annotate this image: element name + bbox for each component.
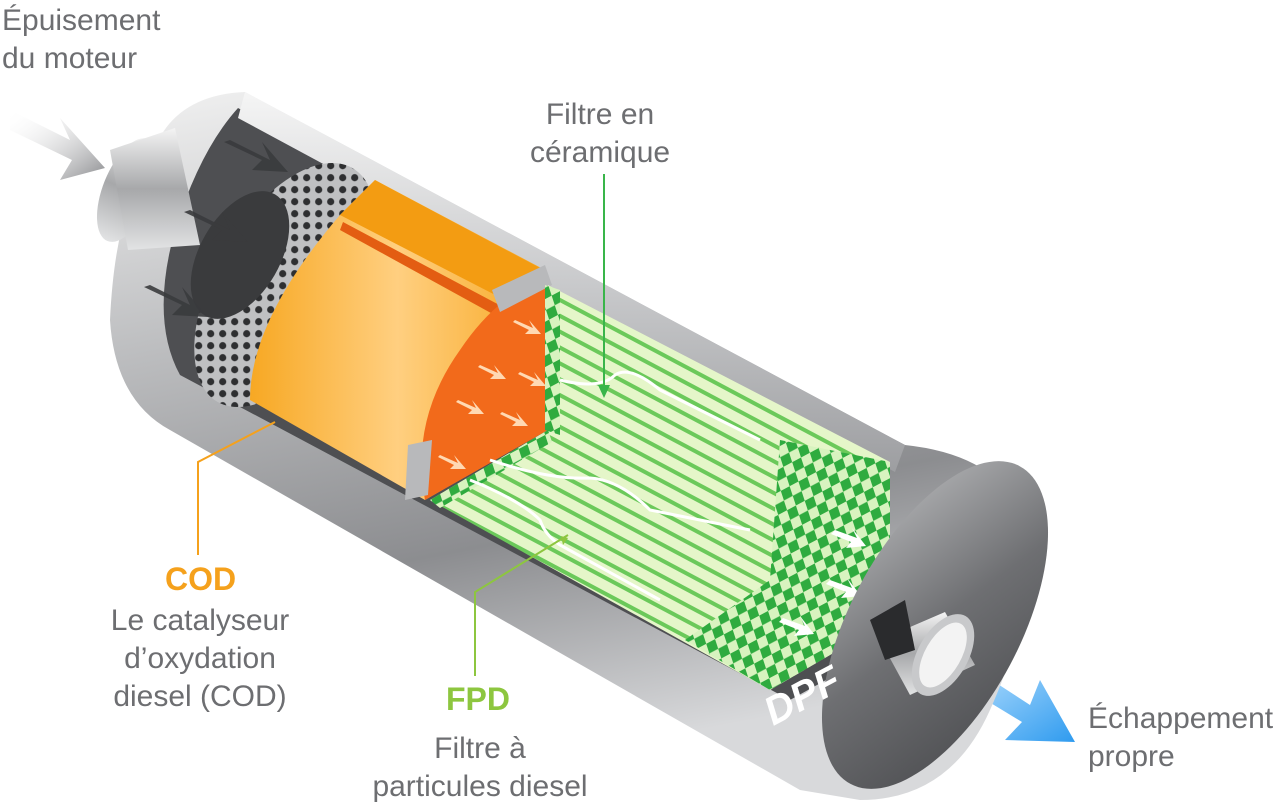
inlet-label-line2: du moteur — [2, 42, 138, 75]
cod-desc-line2: d’oxydation — [124, 642, 276, 675]
cod-flow-arrows — [438, 320, 546, 469]
outlet-label: Échappement propre — [1088, 700, 1273, 776]
ceramic-label-line1: Filtre en — [545, 98, 655, 131]
cod-title: COD — [165, 561, 237, 597]
fpd-end-checker — [685, 440, 890, 690]
inlet-pipe — [110, 128, 200, 250]
cod-leader-line — [197, 421, 276, 555]
fpd-bottom-checker — [430, 430, 552, 508]
cod-desc-line3: diesel (COD) — [113, 680, 287, 713]
fpd-desc-line2: particules diesel — [372, 770, 588, 803]
inlet-flow-arrow — [10, 110, 105, 180]
cod-front-face — [421, 285, 548, 500]
inlet-label-line1: Épuisement — [2, 4, 161, 37]
ceramic-filter-label: Filtre en céramique — [530, 96, 670, 172]
inlet-chamber-arrows — [144, 140, 288, 317]
cod-desc-line1: Le catalyseur — [110, 604, 290, 637]
fpd-desc-line1: Filtre à — [434, 732, 526, 765]
retaining-ring — [492, 265, 552, 312]
filter-flow-lines — [469, 370, 761, 602]
cod-description: Le catalyseur d’oxydation diesel (COD) — [95, 602, 305, 716]
outlet-label-line2: propre — [1088, 740, 1175, 773]
fpd-top-checker — [545, 285, 560, 435]
cod-stripe — [340, 222, 505, 318]
ceramic-label-line2: céramique — [530, 136, 671, 169]
inlet-label: Épuisement du moteur — [2, 2, 160, 78]
outlet-label-line1: Échappement — [1088, 702, 1274, 735]
perforated-baffle — [194, 162, 376, 408]
fpd-title: FPD — [446, 681, 510, 717]
fpd-leader-line — [474, 534, 569, 676]
shell-cut-edge-top — [238, 92, 905, 472]
cod-top-band — [340, 180, 540, 300]
fpd-description: Filtre à particules diesel — [355, 730, 605, 806]
filter-outlet-arrows — [779, 528, 866, 636]
